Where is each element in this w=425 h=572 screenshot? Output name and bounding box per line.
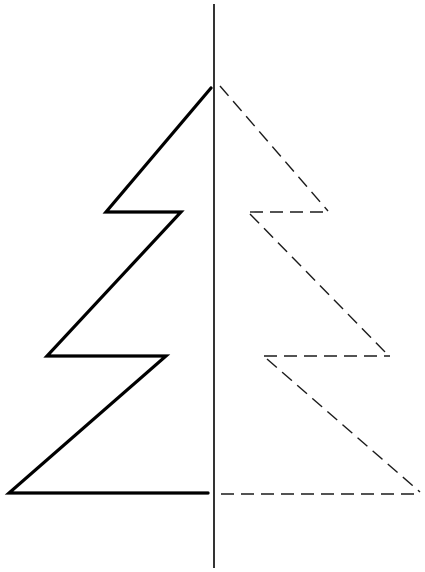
tree-left-half-solid-outline bbox=[9, 88, 211, 493]
dashed-bottom-slope bbox=[267, 359, 420, 492]
tree-right-half-dashed-outline bbox=[220, 86, 420, 494]
dashed-top-slope bbox=[220, 86, 328, 211]
dashed-middle-slope bbox=[250, 214, 388, 355]
